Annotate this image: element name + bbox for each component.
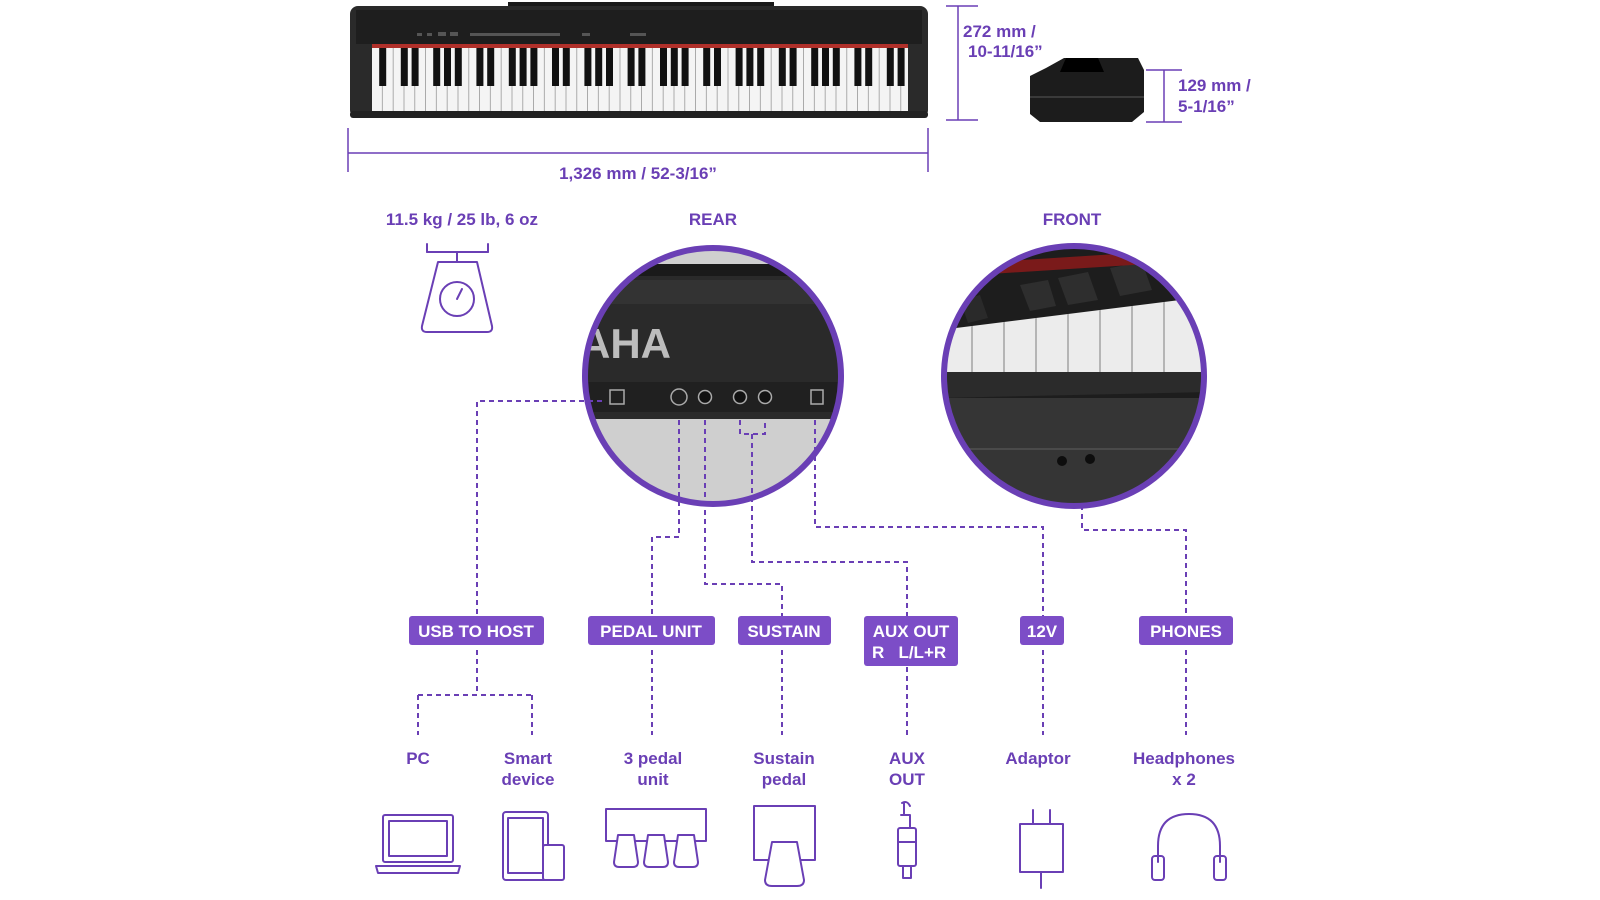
depth-dimension: 272 mm / 10-11/16”	[946, 5, 1043, 121]
audio-jack-icon	[897, 801, 917, 879]
black-key	[660, 48, 667, 86]
aux-out-l-jack	[757, 389, 773, 405]
black-key	[433, 48, 441, 86]
black-key	[789, 48, 797, 86]
black-key	[400, 48, 408, 86]
black-key	[832, 48, 840, 86]
pedal-port	[670, 388, 688, 406]
black-key	[444, 48, 451, 86]
usb-to-host-badge: USB TO HOST	[409, 616, 544, 645]
pedal-unit-label: PEDAL UNIT	[600, 622, 702, 641]
black-key	[897, 48, 905, 86]
power-adaptor-icon	[1019, 809, 1064, 889]
laptop-icon	[375, 814, 461, 874]
sustain-badge: SUSTAIN	[738, 616, 831, 645]
sustain-pedal-label-line2: pedal	[762, 770, 806, 789]
smart-device-label-line1: Smart	[504, 749, 553, 768]
usb-to-host-label: USB TO HOST	[418, 622, 534, 641]
black-key	[454, 48, 462, 86]
12v-badge: 12V	[1020, 616, 1064, 645]
black-key	[865, 48, 873, 86]
width-label: 1,326 mm / 52-3/16”	[559, 164, 717, 183]
depth-label-line2: 10-11/16”	[968, 42, 1043, 61]
adaptor-label: Adaptor	[1005, 749, 1071, 768]
black-key	[508, 48, 516, 86]
device-icons	[375, 801, 1227, 889]
pedal-unit-badge: PEDAL UNIT	[588, 616, 715, 645]
black-key	[552, 48, 559, 86]
phones-label: PHONES	[1150, 622, 1222, 641]
black-key	[854, 48, 862, 86]
black-key	[584, 48, 592, 86]
sustain-pedal-icon	[753, 805, 816, 887]
height-label-line2: 5-1/16”	[1178, 97, 1235, 116]
weight-section: 11.5 kg / 25 lb, 6 oz	[386, 210, 538, 333]
aux-out-channels-label: R L/L+R	[872, 643, 946, 662]
height-label-line1: 129 mm /	[1178, 76, 1251, 95]
black-key	[735, 48, 743, 86]
three-pedal-label-line2: unit	[637, 770, 668, 789]
black-key	[703, 48, 711, 86]
sustain-pedal-label-line1: Sustain	[753, 749, 814, 768]
black-key	[670, 48, 678, 86]
aux-out-label: AUX OUT	[873, 622, 950, 641]
tablet-phone-icon	[502, 811, 565, 881]
phones-badge: PHONES	[1139, 616, 1233, 645]
black-key	[746, 48, 754, 86]
piano-side-view	[1030, 58, 1144, 122]
headphones-icon	[1151, 813, 1227, 881]
smart-device-label-line2: device	[502, 770, 555, 789]
black-key	[487, 48, 495, 86]
black-key	[886, 48, 894, 86]
device-labels: PC Smart device 3 pedal unit Sustain ped…	[406, 749, 1235, 789]
width-dimension: 1,326 mm / 52-3/16”	[347, 128, 929, 183]
black-key	[606, 48, 613, 86]
headphones-label-line2: x 2	[1172, 770, 1196, 789]
black-key	[811, 48, 819, 86]
front-detail-circle	[941, 243, 1207, 509]
phones-jack-1	[1057, 456, 1067, 466]
sustain-jack	[697, 389, 713, 405]
black-key	[757, 48, 765, 86]
yamaha-logo-fragment: AHA	[580, 320, 671, 367]
phones-jack-2	[1085, 454, 1095, 464]
12v-label: 12V	[1027, 622, 1058, 641]
three-pedal-icon	[605, 808, 707, 868]
piano-top-view	[350, 2, 928, 118]
black-key	[411, 48, 419, 86]
headphones-label-line1: Headphones	[1133, 749, 1235, 768]
aux-out-device-label-line1: AUX	[889, 749, 926, 768]
rear-view-title: REAR	[689, 210, 737, 229]
black-key	[638, 48, 646, 86]
usb-port	[609, 389, 625, 405]
black-key	[714, 48, 721, 86]
black-key	[681, 48, 689, 86]
black-key	[562, 48, 570, 86]
black-key	[530, 48, 538, 86]
aux-out-badge: AUX OUT R L/L+R	[864, 616, 958, 666]
black-key	[778, 48, 786, 86]
rear-detail-circle: AHA	[580, 245, 844, 507]
depth-label-line1: 272 mm /	[963, 22, 1036, 41]
black-key	[627, 48, 635, 86]
black-key	[822, 48, 829, 86]
height-dimension: 129 mm / 5-1/16”	[1146, 69, 1251, 123]
black-key	[476, 48, 484, 86]
three-pedal-label-line1: 3 pedal	[624, 749, 683, 768]
aux-out-r-jack	[732, 389, 748, 405]
scale-icon	[420, 243, 494, 333]
front-view-title: FRONT	[1043, 210, 1102, 229]
black-key	[519, 48, 527, 86]
port-badges: USB TO HOST PEDAL UNIT SUSTAIN AUX OUT R…	[409, 616, 1233, 666]
connector-lines	[417, 400, 1187, 735]
sustain-label: SUSTAIN	[747, 622, 820, 641]
black-key	[379, 48, 387, 86]
aux-out-device-label-line2: OUT	[889, 770, 926, 789]
pc-label: PC	[406, 749, 430, 768]
black-key	[595, 48, 603, 86]
weight-label: 11.5 kg / 25 lb, 6 oz	[386, 210, 538, 229]
dc-in-port	[810, 389, 824, 405]
